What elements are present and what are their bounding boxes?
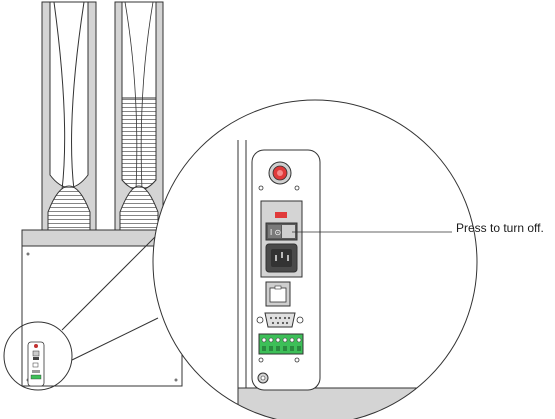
zoom-connector-top [61, 231, 161, 331]
warning-label [275, 212, 287, 218]
zoom-detail: I ⊙ [237, 140, 477, 419]
left-tower [41, 1, 97, 231]
detail-source-circle [3, 321, 73, 391]
right-tower [114, 1, 164, 231]
right-tower-ribbed-base [119, 185, 159, 231]
zoom-connector-bottom [71, 317, 159, 361]
zoom-circle-outline [152, 99, 478, 419]
power-switch-label: I ⊙ [270, 228, 281, 237]
serial-port [264, 312, 296, 328]
left-tower-ribbed-base [47, 185, 91, 231]
callout-label: Press to turn off. [456, 221, 544, 235]
right-tower-ribbed-section [121, 97, 157, 191]
